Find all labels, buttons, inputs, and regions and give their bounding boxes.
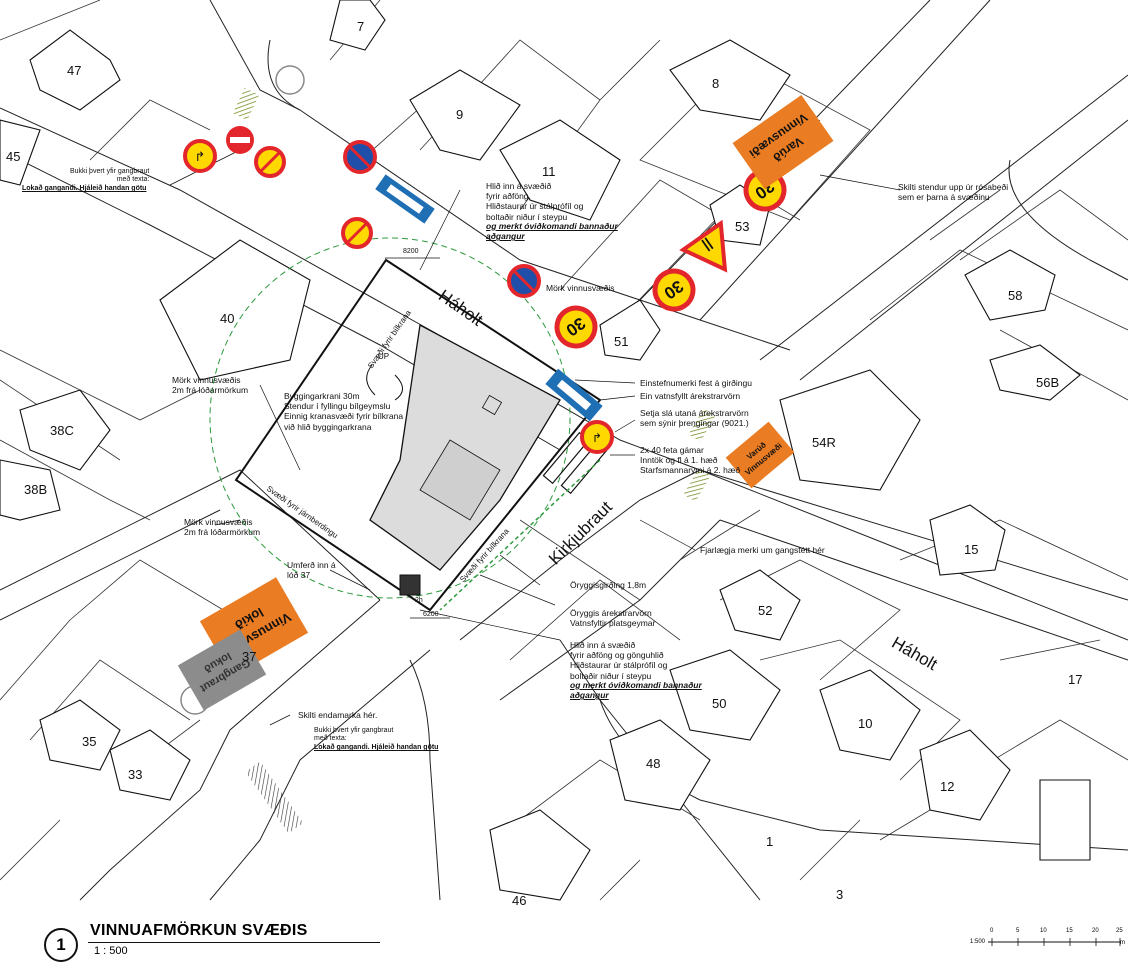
lot-number: 56B: [1036, 375, 1060, 390]
lot-number: 40: [220, 311, 235, 326]
lot-number: 11: [542, 164, 556, 179]
dimension-label: 6200: [423, 611, 439, 618]
note-tower-crane: Byggingarkrani 30m Stendur í fyllingu bí…: [284, 391, 404, 432]
note-containers: 2x 40 feta gámar Inntök og fl á 1. hæð S…: [640, 445, 741, 476]
lot-number: 53: [735, 219, 750, 234]
scale-tick: 0: [990, 928, 994, 934]
lot-number: 1: [766, 834, 774, 849]
lot-number: 10: [858, 716, 873, 731]
note-work-boundary-lower: Mörk vinnusvæðis 2m frá lóðarmörkum: [184, 517, 261, 538]
scale-tick: 5: [1016, 928, 1020, 934]
crane-up-label: UP: [378, 352, 390, 361]
lot-number: 15: [964, 542, 979, 557]
note-sign-rosebed: Skilti stendur upp úr rósabeði sem er þa…: [898, 182, 1009, 203]
note-oneway-fence: Einstefnumerki fest á girðingu: [640, 378, 752, 388]
new-building: [369, 323, 561, 571]
note-gate-top-warning: og merkt óviðkomandi bannaður aðgangur: [486, 221, 618, 242]
lot-number: 7: [357, 19, 365, 34]
lot-number: 52: [758, 603, 773, 618]
note-narrowing-bar: Setja slá utaná árekstrarvörn sem sýnir …: [640, 408, 749, 429]
note-traffic-lot37: Umferð inn á lóð 37: [287, 560, 336, 581]
scale-tick: 25: [1116, 928, 1123, 934]
lot-number: 35: [82, 734, 97, 749]
note-barrier-top: Bukki þvert yfir gangbraut með texta:: [70, 168, 150, 184]
one-way-signs: [375, 174, 603, 422]
lot-number: 12: [940, 779, 955, 794]
svg-text:↱: ↱: [592, 431, 602, 445]
svg-text:↱: ↱: [195, 149, 206, 164]
dimension-label: 8200: [403, 248, 419, 255]
lot-number: 48: [646, 756, 661, 771]
lot-number: 37: [242, 649, 257, 664]
lot-number: 46: [512, 893, 527, 908]
title-rule: [88, 942, 380, 943]
note-safety-fence: Öryggisgirðing 1,8m: [570, 580, 647, 590]
note-work-boundary: Mörk vinnusvæðis: [546, 283, 615, 293]
lot-number: 3: [836, 887, 844, 902]
dimension-lines: [385, 257, 450, 619]
lot-number: 38C: [50, 423, 74, 438]
lot-number: 17: [1068, 672, 1083, 687]
crane-radius-boundary: [209, 237, 571, 599]
lot-number: 54R: [812, 435, 836, 450]
note-work-boundary-left: Mörk vinnusvæðis 2m frá lóðarmörkum: [172, 375, 249, 396]
work-area-boundary: [234, 258, 602, 612]
lot-number: 45: [6, 149, 21, 164]
safety-fence-line: [439, 459, 601, 611]
lot-number: 51: [614, 334, 629, 349]
note-barrier-top-text: Lokað gangandi. Hjáleið handan götu: [22, 185, 147, 192]
title-block: 1 VINNUAFMÖRKUN SVÆÐIS 1 : 500: [44, 920, 384, 964]
buildings: [0, 0, 1091, 901]
lot-number: 8: [712, 76, 720, 91]
drawing-title: VINNUAFMÖRKUN SVÆÐIS: [90, 922, 308, 939]
note-water-barrier: Ein vatnsfyllt árekstrarvörn: [640, 391, 741, 401]
note-gate-bottom: Hlið inn á svæðið fyrir aðföng og gönguh…: [570, 640, 668, 681]
crossings: [232, 87, 716, 834]
scale-unit: m: [1120, 940, 1125, 946]
road-narrows-sign: ||: [679, 219, 728, 273]
note-end-sign: Skilti endamarka hér.: [298, 710, 378, 720]
lot-number: 38B: [24, 482, 48, 497]
note-gate-bottom-warning: og merkt óviðkomandi bannaður aðgangur: [570, 680, 702, 701]
lot-number: 50: [712, 696, 727, 711]
note-barrier-bottom-text: Lokað gangandi. Hjáleið handan götu: [314, 744, 439, 751]
lot-number: 9: [456, 107, 464, 122]
lot-number: 33: [128, 767, 143, 782]
dimension-label: 2h: [415, 597, 423, 604]
drawing-scale: 1 : 500: [94, 945, 128, 957]
scale-tick: 10: [1040, 928, 1047, 934]
scale-tick: 15: [1066, 928, 1073, 934]
scale-tick: 20: [1092, 928, 1099, 934]
drawing-number: 1: [44, 928, 78, 962]
note-barrier-bottom: Bukki þvert yfir gangbraut með texta:: [314, 727, 394, 743]
scale-bar: 1:500 0 5 10 15 20 25 m: [970, 928, 1126, 958]
crane-symbols: [366, 364, 421, 596]
scale-prefix: 1:500: [970, 939, 986, 945]
prohibition-signs: ↱ ↱: [180, 65, 614, 715]
note-remove-sign: Fjarlægja merki um gangstétt hér: [700, 545, 825, 555]
lot-number: 58: [1008, 288, 1023, 303]
note-safety-barrier: Öryggis árekstrarvörn Vatnsfyltir platsg…: [570, 608, 656, 629]
note-gate-top: Hlið inn á svæðið fyrir aðföng. Hliðstau…: [486, 181, 584, 222]
lot-number: 47: [67, 63, 82, 78]
